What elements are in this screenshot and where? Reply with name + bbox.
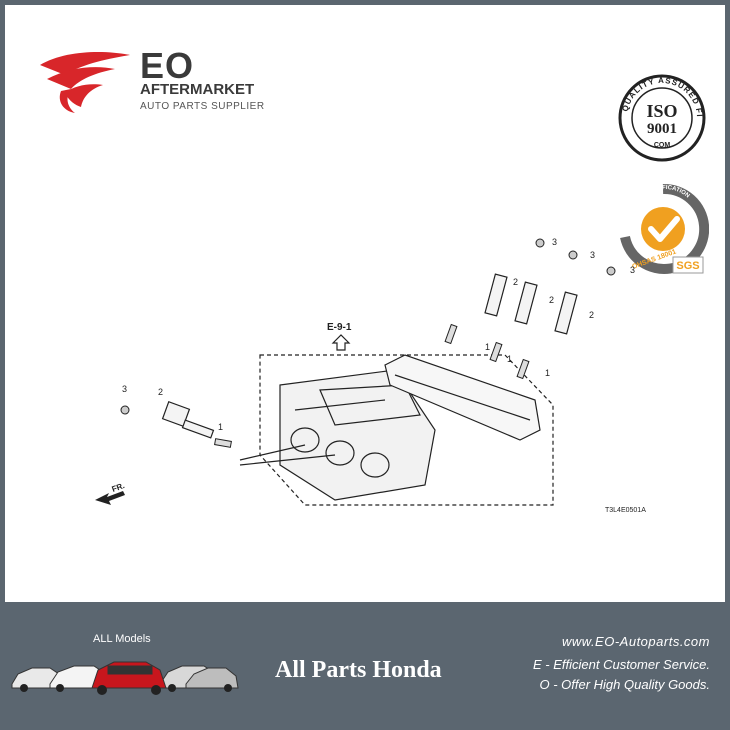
diagram-panel: EO AFTERMARKET AUTO PARTS SUPPLIER QUALI… [5,5,725,602]
models-label[interactable]: ALL Models [93,633,151,645]
brand-subtitle: AUTO PARTS SUPPLIER [140,101,265,112]
checkmark-icon [648,216,680,242]
iso-sub-text: CQM [654,142,671,149]
contact-block: www.EO-Autoparts.com E - Efficient Custo… [533,634,710,697]
sgs-ohsas-badge: SYSTEM CERTIFICATION OHSAS 18001 SGS [620,183,709,274]
callout-label: 1 [218,422,223,432]
callout-label: 3 [590,250,595,260]
wing-logo-icon [40,52,130,113]
car-lineup-image [11,661,239,695]
callout-label: 1 [507,354,512,364]
parts-diagram: E-9-1 [95,237,646,514]
brand-name: EO [140,45,195,86]
iso-main-text: ISO [646,101,677,121]
website-link[interactable]: www.EO-Autoparts.com [562,634,710,649]
callout-label: 3 [122,384,127,394]
front-direction-label: FR. [111,481,126,494]
reference-arrow-icon [331,334,351,351]
footer-bar: ALL Models All Parts Honda www.EO-Autopa… [0,602,730,730]
brand-logo[interactable]: EO AFTERMARKET AUTO PARTS SUPPLIER [35,45,275,120]
callout-label: 3 [552,237,557,247]
callout-label: 2 [158,387,163,397]
callout-label: 1 [545,368,550,378]
reference-label[interactable]: E-9-1 [327,322,352,333]
part-code: T3L4E0501A [605,507,646,514]
front-direction-arrow-icon [95,491,125,505]
slogan-quality: O - Offer High Quality Goods. [539,677,710,692]
brand-tagline: AFTERMARKET [140,81,255,98]
callout-label: 2 [549,295,554,305]
sgs-mark-text: SGS [676,260,699,272]
callout-label: 3 [630,265,635,275]
iso-9001-badge: QUALITY ASSURED FIRM ISO 9001 CQM [617,73,706,162]
callout-label: 1 [485,342,490,352]
slogan-efficient: E - Efficient Customer Service. [533,657,710,672]
callout-label: 2 [589,310,594,320]
footer-title[interactable]: All Parts Honda [275,657,442,683]
callout-label: 2 [513,277,518,287]
iso-number-text: 9001 [647,121,677,137]
